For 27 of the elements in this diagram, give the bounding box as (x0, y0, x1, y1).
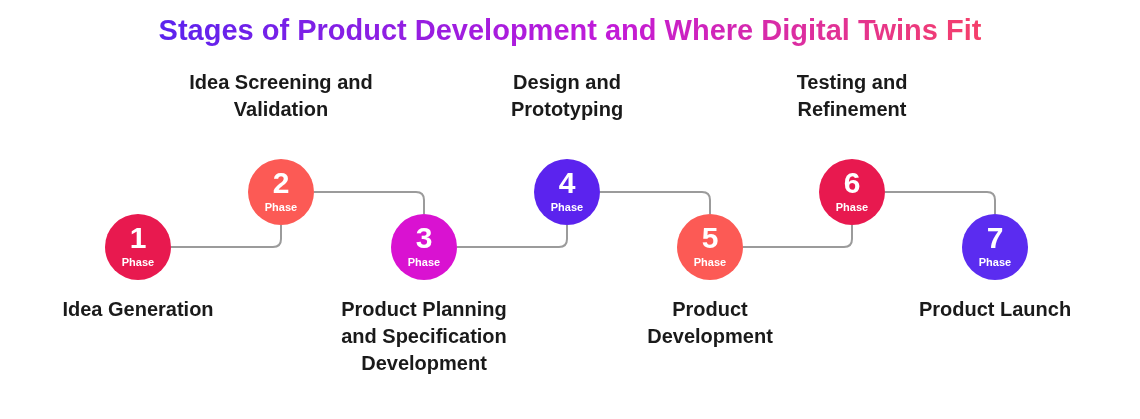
phase-label: Phase (977, 256, 1013, 269)
connector-line (884, 191, 996, 215)
phase-number: 5 (700, 221, 720, 255)
stage-name: Idea Generation (61, 297, 215, 322)
connector-line (742, 224, 853, 248)
stage-name: Product Launch (917, 297, 1073, 322)
phase-label: Phase (120, 256, 156, 269)
stage-name: Product Development (646, 297, 774, 349)
phase-label: Phase (549, 201, 585, 214)
stage-name: Testing and Refinement (795, 70, 909, 122)
phase-number: 7 (985, 221, 1005, 255)
phase-number: 3 (414, 221, 434, 255)
phase-number: 2 (271, 166, 291, 200)
connector-line (599, 191, 711, 215)
stage-name: Design and Prototyping (509, 70, 625, 122)
phase-label: Phase (692, 256, 728, 269)
stage-name: Idea Screening and Validation (188, 70, 374, 122)
phase-number: 1 (128, 221, 148, 255)
phase-label: Phase (834, 201, 870, 214)
phase-label: Phase (406, 256, 442, 269)
phase-number: 4 (557, 166, 577, 200)
phase-number: 6 (842, 166, 862, 200)
connector-line (456, 224, 568, 248)
connector-line (170, 224, 282, 248)
stage-name: Product Planning and Specification Development (340, 297, 508, 376)
connector-line (313, 191, 425, 215)
phase-label: Phase (263, 201, 299, 214)
